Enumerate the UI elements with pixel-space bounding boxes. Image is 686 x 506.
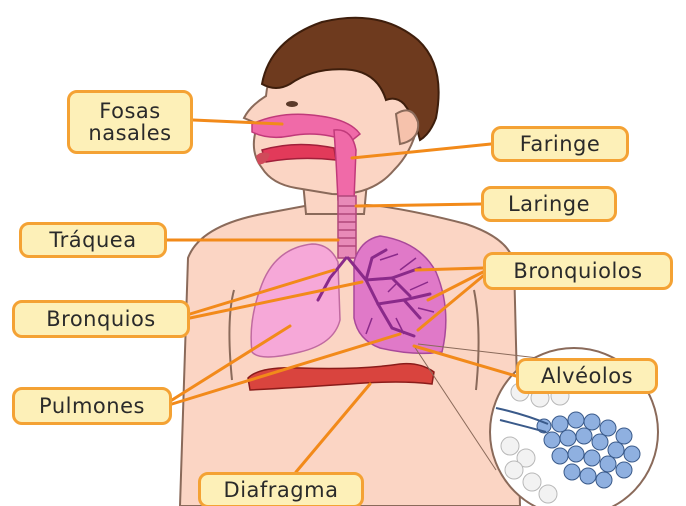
- ear: [396, 110, 418, 144]
- label-fosas-nasales-line1: Fosas: [99, 100, 160, 122]
- label-diafragma: Diafragma: [198, 472, 364, 506]
- eye: [286, 101, 298, 107]
- leader-laringe: [356, 204, 481, 206]
- label-bronquios: Bronquios: [12, 300, 190, 338]
- label-fosas-nasales: Fosas nasales: [67, 90, 193, 154]
- label-faringe: Faringe: [491, 126, 629, 162]
- label-bronquiolos: Bronquiolos: [483, 252, 673, 290]
- label-pulmones: Pulmones: [12, 387, 172, 425]
- pharynx: [334, 130, 356, 200]
- label-laringe: Laringe: [481, 186, 617, 222]
- label-alveolos: Alvéolos: [516, 358, 658, 394]
- label-fosas-nasales-line2: nasales: [88, 122, 171, 144]
- label-traquea: Tráquea: [19, 222, 167, 258]
- leader-bronquiolos-1: [416, 268, 483, 270]
